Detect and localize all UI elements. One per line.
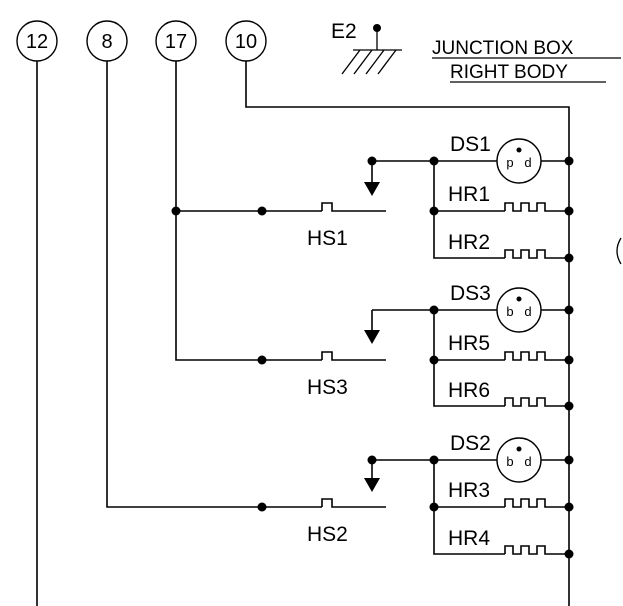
heater-hr1-label: HR1 <box>448 183 490 206</box>
switch-hs2-label: HS2 <box>307 523 348 546</box>
switch-hs1: HS1 <box>307 161 386 250</box>
lamp-ds1-pin-right: d <box>524 155 531 170</box>
lamp-ds3-pin-left: b <box>506 304 513 319</box>
load-group-2 <box>372 305 574 411</box>
connector-8: 8 <box>86 20 128 62</box>
junction-node <box>257 502 267 512</box>
connector-8-number: 8 <box>101 31 112 53</box>
junction-node <box>171 206 181 216</box>
lamp-ds2: DS2 b d HR3 HR4 <box>448 432 542 550</box>
title-line-2: RIGHT BODY <box>450 62 568 83</box>
lamp-ds2-label: DS2 <box>450 432 491 455</box>
heater-hr4-label: HR4 <box>448 527 490 550</box>
switch-hs3-label: HS3 <box>307 376 348 399</box>
ground-e2: E2 <box>331 20 402 75</box>
junction-box-title: JUNCTION BOX RIGHT BODY <box>432 38 621 83</box>
lamp-ds2-pin-left: b <box>506 454 513 469</box>
connector-17: 17 <box>155 20 197 62</box>
lamp-ds1-pin-left: p <box>506 155 513 170</box>
junction-node <box>257 206 267 216</box>
heater-hr3-label: HR3 <box>448 479 490 502</box>
load-group-1 <box>367 156 574 263</box>
heater-hr2-label: HR2 <box>448 231 490 254</box>
load-group-3 <box>367 455 574 559</box>
heater-hr6-label: HR6 <box>448 379 490 402</box>
lamp-ds3: DS3 b d HR5 HR6 <box>448 282 542 402</box>
switch-hs2: HS2 <box>307 460 386 546</box>
connector-17-number: 17 <box>165 31 187 53</box>
switch-hs1-label: HS1 <box>307 227 348 250</box>
connector-10: 10 <box>225 20 267 62</box>
lamp-ds1: DS1 p d HR1 HR2 <box>448 133 542 254</box>
lamp-ds3-label: DS3 <box>450 282 491 305</box>
cropped-edge-mark <box>616 237 622 265</box>
connector-12-number: 12 <box>26 31 48 53</box>
lamp-ds1-label: DS1 <box>450 133 491 156</box>
lamp-ds3-pin-right: d <box>524 304 531 319</box>
heater-hr5-label: HR5 <box>448 332 490 355</box>
switch-hs3: HS3 <box>307 310 386 399</box>
lamp-ds2-pin-right: d <box>524 454 531 469</box>
connector-12: 12 <box>16 20 58 62</box>
connector-10-number: 10 <box>235 31 257 53</box>
title-line-1: JUNCTION BOX <box>432 38 574 59</box>
junction-node <box>257 355 267 365</box>
ground-label: E2 <box>331 20 357 43</box>
